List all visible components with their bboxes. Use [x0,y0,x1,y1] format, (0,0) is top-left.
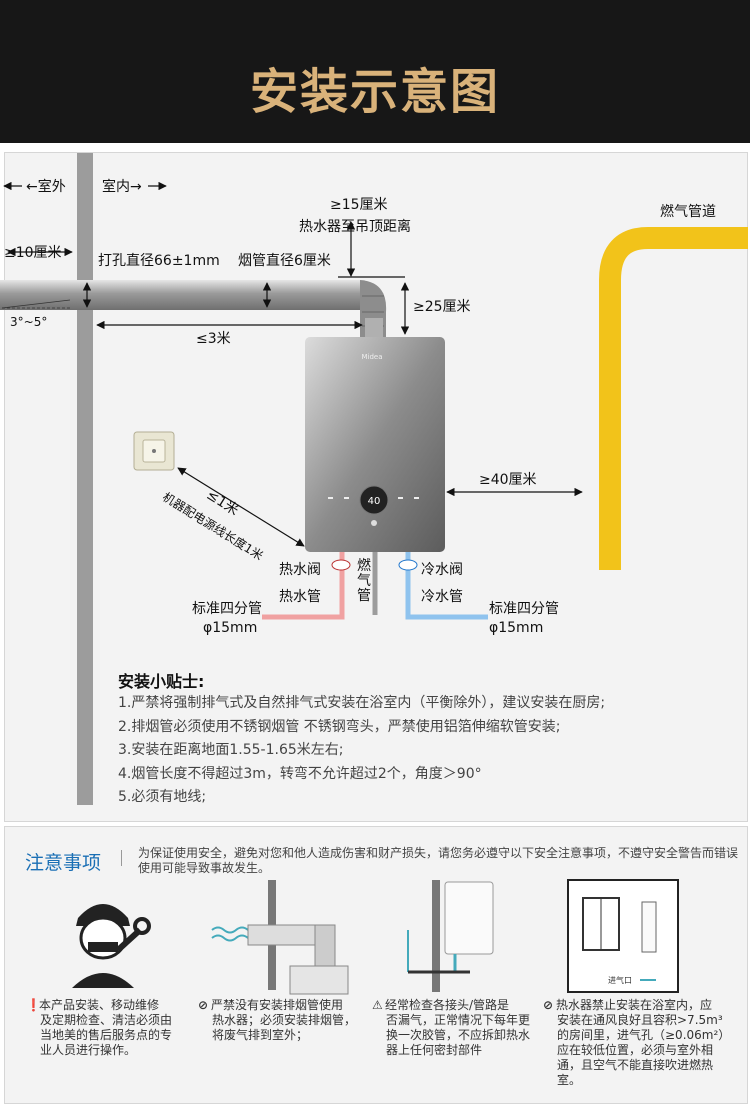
flue-length-label: ≤3米 [196,331,231,347]
notice-intro: 为保证使用安全，避免对您和他人造成伤害和财产损失，请您务必遵守以下安全注意事项，… [138,846,739,875]
std-pipe-right-label: 标准四分管 [489,601,559,617]
heater-display-value: 40 [368,496,381,507]
notice-item: ❗本产品安装、移动维修 及定期检查、清洁必须由当地美的售后服务点的专业人员进行操… [26,998,173,1057]
hot-valve-label: 热水阀 [279,562,321,578]
tip-item: 4.烟管长度不得超过3m，转弯不允许超过2个，角度＞90° [118,766,482,782]
notice-item: ⊘热水器禁止安装在浴室内，应 安装在通风良好且容积>7.5m³的房间里，进气孔（… [543,998,725,1087]
hot-pipe-label: 热水管 [279,589,321,605]
cold-water-pipe [405,552,488,620]
side-gap-label: ≥40厘米 [479,472,537,488]
std-pipe-left-label: 标准四分管 [192,601,262,617]
notice-item: ⚠经常检查各接头/管路是 否漏气，正常情况下每年更换一次胶管，不应拆卸热水器上任… [372,998,531,1057]
exclamation-icon: ❗ [26,998,41,1012]
header-banner [0,0,750,143]
ventilation-room-illustration: 进气口 [567,879,679,993]
std-pipe-left-diameter: φ15mm [203,620,258,636]
notice-title: 注意事项 [25,852,102,874]
cold-valve-label: 冷水阀 [421,562,463,578]
tip-item: 2.排烟管必须使用不锈钢烟管 不锈钢弯头，严禁使用铝箔伸缩软管安装; [118,719,561,735]
page-title: 安装示意图 [249,64,500,120]
warning-icon: ⚠ [372,998,383,1012]
hot-water-pipe [262,552,345,620]
indoor-label: 室内→ [102,179,142,195]
wall-protrude-label: ≥10厘米 [4,245,62,261]
tips-title: 安装小贴士: [118,672,205,691]
pipe-check-illustration [407,880,494,992]
ceiling-gap-desc: 热水器至吊顶距离 [299,219,411,235]
flue-warning-illustration [211,880,349,995]
notice-divider [121,850,122,866]
flue-to-top-label: ≥25厘米 [413,299,471,315]
flue-pipe [0,280,365,310]
gas-pipe [599,227,748,570]
notice-illustrations: 进气口 [72,879,679,995]
install-diagram-graphics: Midea 40 [0,153,748,805]
ceiling-gap-value: ≥15厘米 [330,197,388,213]
outdoor-label: ←室外 [26,179,66,195]
water-heater [305,337,445,552]
gas-pipe-label: 燃气管道 [660,204,716,220]
prohibited-icon: ⊘ [198,998,209,1012]
flue-diameter-label: 烟管直径6厘米 [238,253,331,269]
slope-label: 3°~5° [10,315,48,329]
inlet-label: 进气口 [608,975,632,985]
cold-pipe-label: 冷水管 [421,589,463,605]
notice-item: ⊘严禁没有安装排烟管使用 热水器；必须安装排烟管，将废气排到室外； [198,998,357,1042]
heater-display [359,485,389,515]
heater-brand: Midea [361,353,382,361]
prohibited-icon: ⊘ [543,998,554,1012]
gas-inlet-label: 燃气管 [357,558,371,604]
technician-icon [72,904,151,988]
tip-item: 5.必须有地线; [118,789,207,805]
tip-item: 1.严禁将强制排气式及自然排气式安装在浴室内（平衡除外），建议安装在厨房; [118,695,606,711]
std-pipe-right-diameter: φ15mm [489,620,544,636]
tip-item: 3.安装在距离地面1.55-1.65米左右; [118,742,344,758]
hole-diameter-label: 打孔直径66±1mm [98,253,220,269]
wall [77,153,93,805]
